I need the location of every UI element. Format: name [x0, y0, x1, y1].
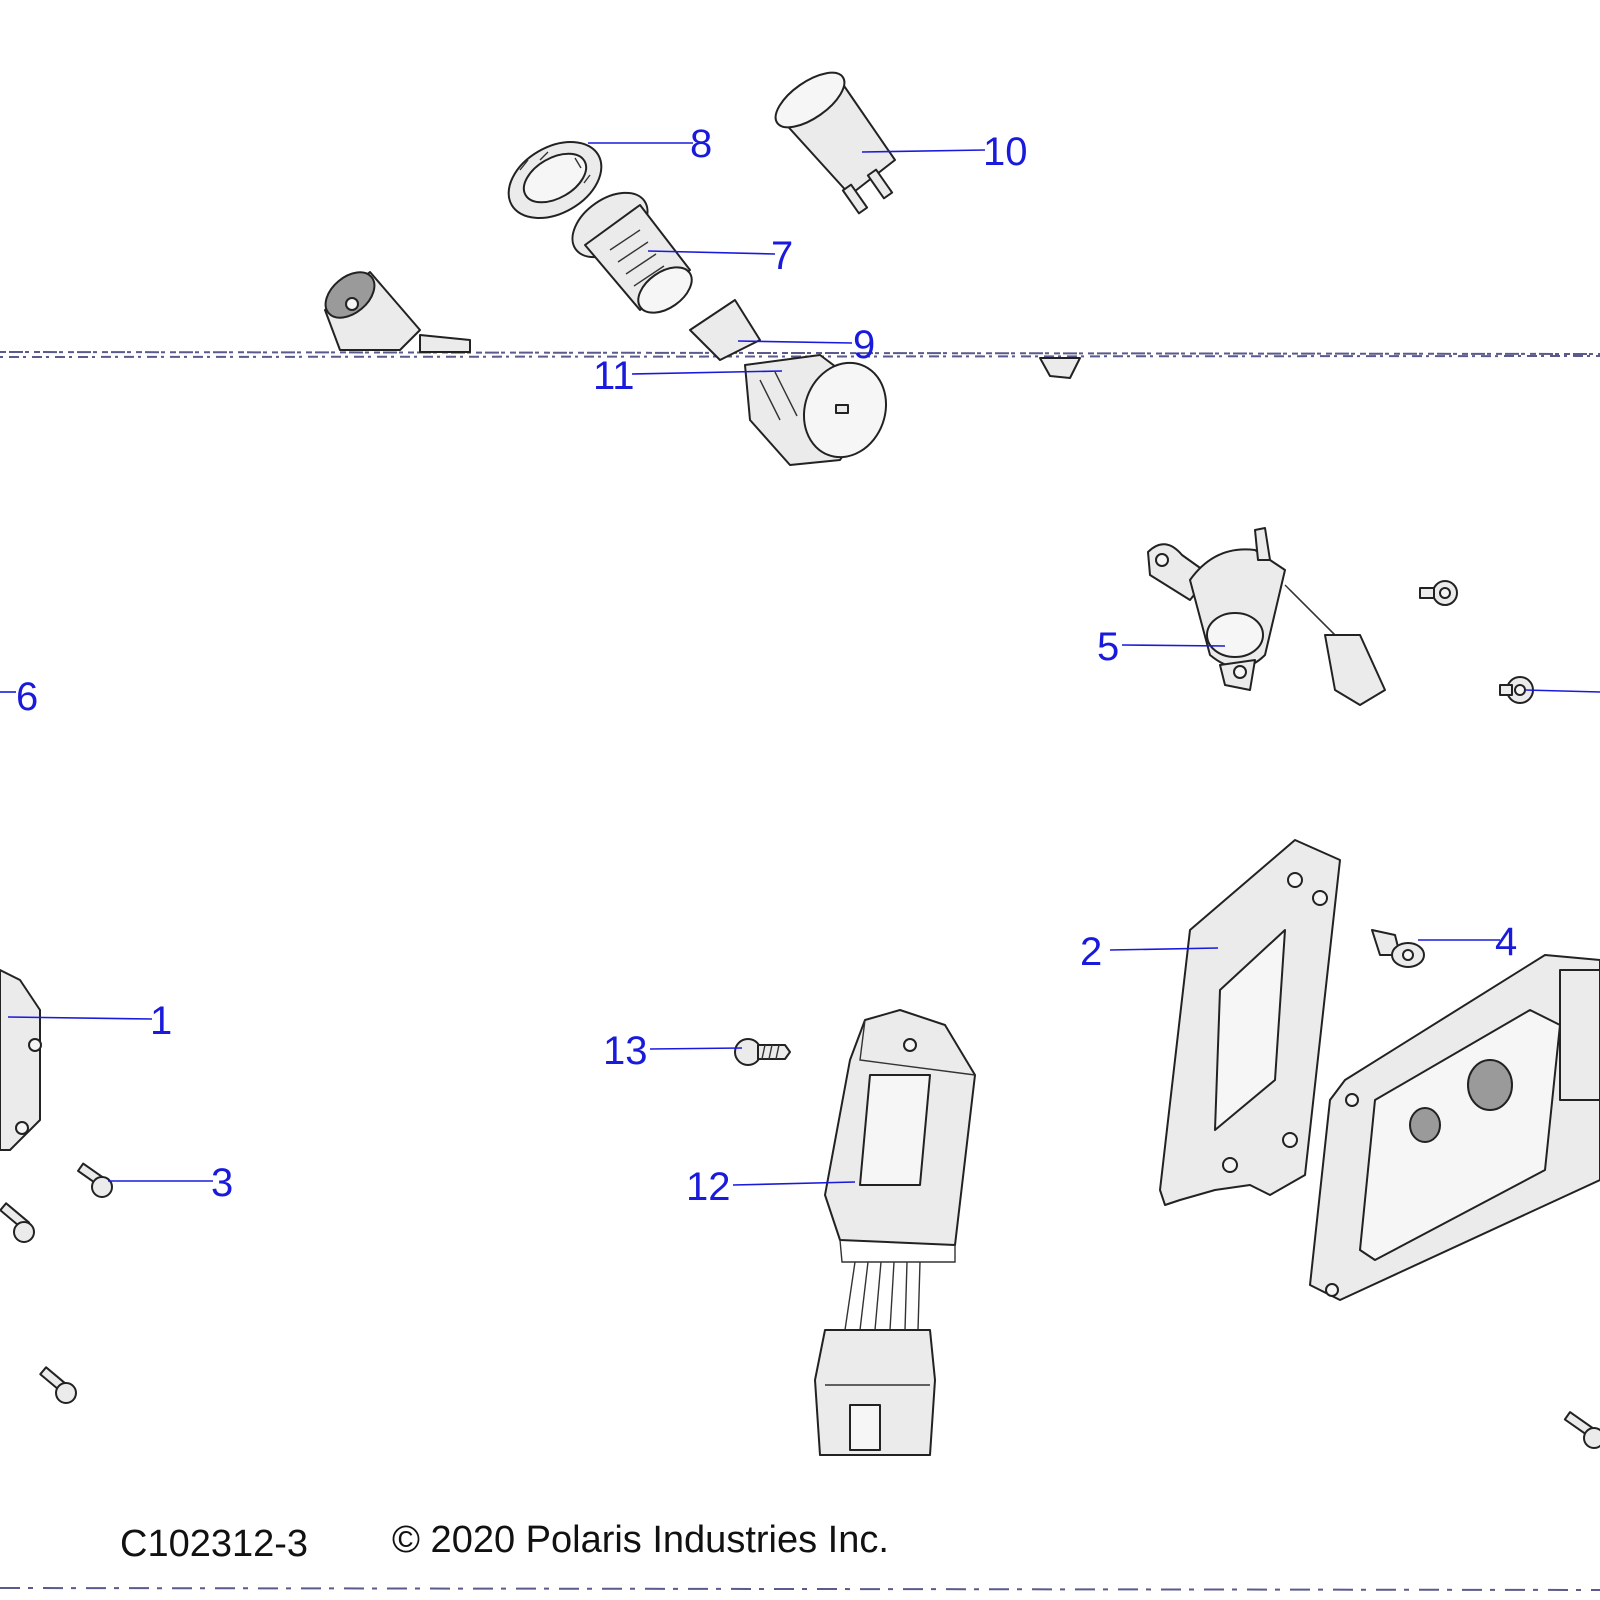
part-12-module: [814, 1009, 976, 1456]
part-ecu-module: [1309, 954, 1600, 1301]
callout-6: 6: [0, 675, 38, 719]
callout-5: 5: [1097, 625, 1226, 669]
callout-4: 4: [1418, 920, 1517, 964]
copyright-notice: © 2020 Polaris Industries Inc.: [392, 1519, 889, 1561]
part-13-screw: [734, 1038, 791, 1066]
part-4-fastener: [1371, 929, 1425, 968]
callout-5-number: 5: [1097, 625, 1119, 669]
callout-8: 8: [588, 122, 712, 166]
screw-near-5-lower: [1499, 676, 1534, 704]
callout-1: 1: [7, 999, 172, 1043]
part-7-socket: [571, 191, 693, 314]
callout-13-number: 13: [603, 1029, 648, 1073]
callout-7: 7: [647, 234, 793, 278]
callout-11-number: 11: [593, 354, 635, 398]
callout-3-number: 3: [211, 1161, 233, 1205]
callout-2-number: 2: [1080, 930, 1102, 974]
callout-8-number: 8: [690, 122, 712, 166]
part-8-nut-ring: [507, 141, 603, 219]
callout-11: 11: [593, 354, 783, 398]
callout-9: 9: [737, 323, 875, 367]
screw-right-bottom: [1563, 1411, 1600, 1449]
screw-near-5-upper: [1419, 580, 1458, 606]
screw-left-3: [39, 1366, 77, 1404]
drawing-number: C102312-3: [120, 1523, 308, 1565]
screw-left-2: [0, 1202, 35, 1243]
part-3-screw: [77, 1162, 113, 1198]
part-5-sensor: [1147, 527, 1386, 706]
callout-unlabeled-right: [1524, 689, 1600, 693]
callout-9-number: 9: [853, 323, 875, 367]
part-clip-fragment: [1039, 357, 1081, 379]
callout-7-number: 7: [771, 234, 793, 278]
scan-artifact-line: [0, 351, 1600, 1591]
callout-10-number: 10: [983, 130, 1028, 174]
callout-13: 13: [603, 1029, 743, 1073]
part-6-switch: [324, 271, 471, 353]
callout-12-number: 12: [686, 1165, 731, 1209]
part-1-module: [0, 969, 42, 1151]
callout-12: 12: [686, 1165, 856, 1209]
callout-10: 10: [861, 130, 1028, 174]
callout-3: 3: [108, 1161, 233, 1205]
part-10-relay: [774, 71, 896, 215]
callout-1-number: 1: [150, 999, 172, 1043]
part-9-11-connector: [689, 299, 888, 466]
callout-2: 2: [1080, 930, 1219, 974]
callout-6-number: 6: [16, 675, 38, 719]
part-2-bracket: [1159, 839, 1341, 1206]
callout-4-number: 4: [1495, 920, 1517, 964]
part-12-wires: [844, 1261, 921, 1331]
